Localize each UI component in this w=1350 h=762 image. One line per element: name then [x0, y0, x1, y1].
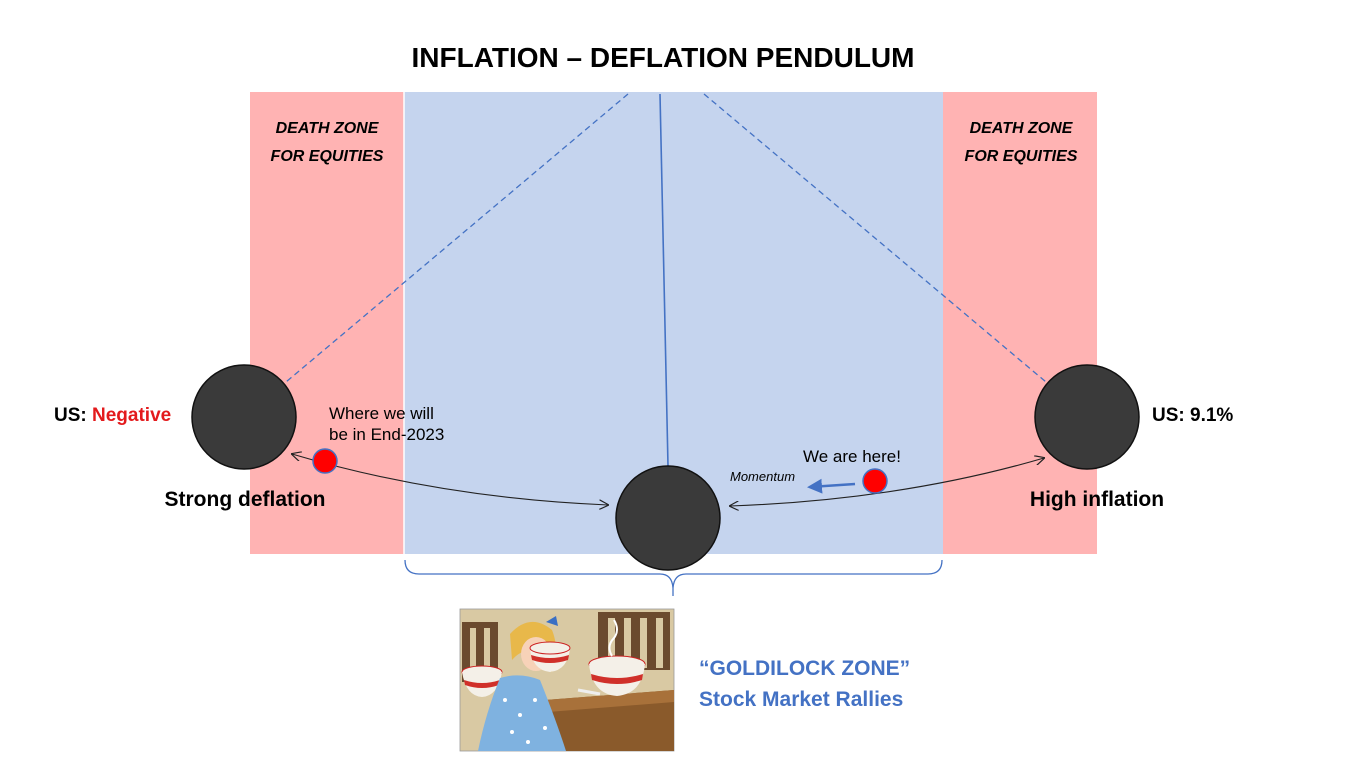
- right-country-label: US: 9.1%: [1152, 405, 1233, 426]
- inflation-state-label: High inflation: [1030, 488, 1164, 511]
- diagram-title: INFLATION – DEFLATION PENDULUM: [412, 42, 915, 73]
- left-country-prefix: US:: [54, 405, 92, 426]
- future-position-marker: [312, 448, 338, 474]
- pendulum-string-right: [703, 93, 1047, 383]
- left-death-zone-label-line2: FOR EQUITIES: [271, 148, 384, 165]
- left-death-zone-label-line1: DEATH ZONE: [276, 120, 380, 137]
- swing-arrow-right: [730, 458, 1044, 506]
- momentum-arrow: [807, 478, 856, 494]
- goldilock-zone-title: “GOLDILOCK ZONE”: [699, 657, 910, 680]
- left-country-label: US: Negative: [54, 405, 171, 426]
- left-country-value: Negative: [92, 405, 171, 426]
- future-marker-label-line2: be in End-2023: [329, 425, 444, 444]
- current-marker-label: We are here!: [803, 447, 901, 466]
- pendulum-bob-right: [1034, 364, 1140, 470]
- right-death-zone-label-line2: FOR EQUITIES: [965, 148, 1078, 165]
- future-marker-label-line1: Where we will: [329, 404, 434, 423]
- goldilocks-illustration: [459, 608, 675, 752]
- pendulum-string-center: [659, 93, 669, 467]
- pendulum-bob-left: [191, 364, 297, 470]
- current-position-marker: [862, 468, 888, 494]
- pendulum-string-left: [285, 93, 629, 383]
- momentum-label: Momentum: [730, 469, 795, 484]
- pendulum-bob-center: [615, 465, 721, 571]
- right-death-zone-label-line1: DEATH ZONE: [970, 120, 1074, 137]
- deflation-state-label: Strong deflation: [165, 488, 326, 511]
- goldilock-zone-subtitle: Stock Market Rallies: [699, 688, 903, 711]
